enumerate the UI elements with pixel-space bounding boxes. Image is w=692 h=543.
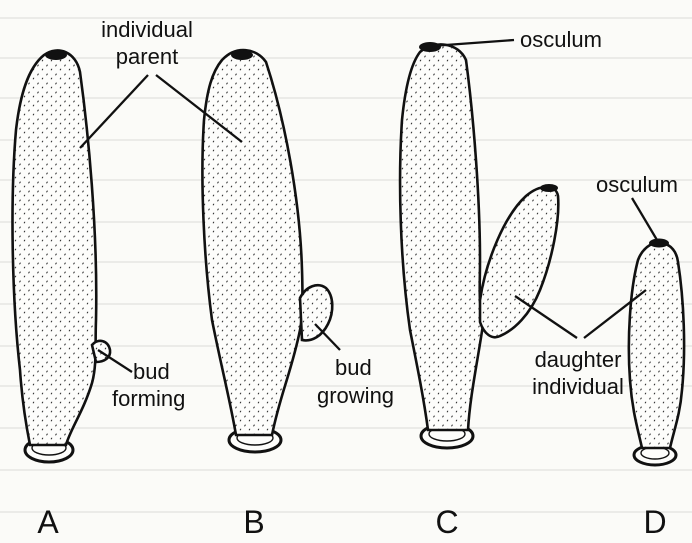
panel-label-a: A [37, 504, 59, 540]
panel-label-c: C [435, 504, 458, 540]
sponge-c-body [400, 44, 484, 430]
sponge-a-body [13, 50, 97, 445]
label-bud-growing-2: growing [317, 383, 394, 408]
label-individual-daughter: individual [532, 374, 624, 399]
label-daughter: daughter [535, 347, 622, 372]
label-individual: individual [101, 17, 193, 42]
leader-osculum-d [632, 198, 657, 240]
background-lines [0, 18, 692, 512]
label-parent: parent [116, 44, 178, 69]
sponge-b [202, 50, 332, 452]
sponge-a [13, 50, 111, 462]
labels: individual parent bud forming bud growin… [37, 17, 678, 540]
sponge-b-bud [300, 285, 332, 340]
leader-osculum-c [432, 40, 514, 46]
sponge-d [629, 239, 684, 466]
panel-label-d: D [643, 504, 666, 540]
sponge-a-osculum [45, 50, 67, 60]
leader-parent-a [80, 75, 148, 148]
sponge-b-osculum [231, 50, 253, 60]
panel-label-b: B [243, 504, 264, 540]
sponge-d-osculum [649, 239, 669, 248]
label-osculum-c: osculum [520, 27, 602, 52]
label-bud-growing-1: bud [335, 355, 372, 380]
sponge-c-daughter [480, 187, 558, 337]
sponge-b-body [202, 50, 302, 435]
label-bud-forming-1: bud [133, 359, 170, 384]
sponge-d-body [629, 242, 684, 448]
sponge-c-daughter-osculum [540, 184, 558, 192]
leader-lines [80, 40, 657, 372]
label-bud-forming-2: forming [112, 386, 185, 411]
label-osculum-d: osculum [596, 172, 678, 197]
sponge-c-osculum [419, 42, 441, 52]
